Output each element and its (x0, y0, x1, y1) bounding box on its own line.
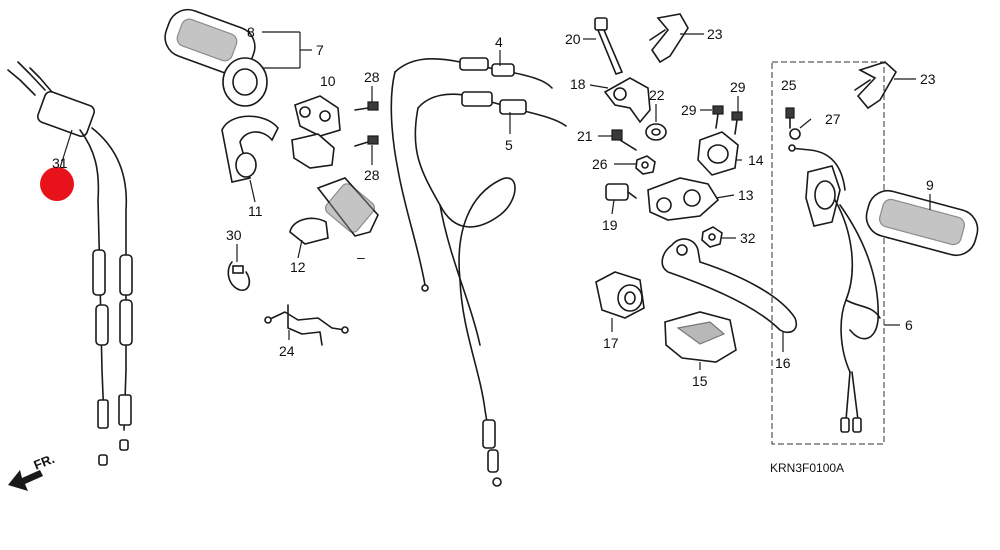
collar-22[interactable] (645, 123, 667, 141)
switch-19[interactable] (605, 183, 637, 201)
callout-10[interactable]: 10 (320, 73, 336, 89)
band-23-right[interactable] (854, 61, 898, 110)
throttle-pipe[interactable] (221, 115, 279, 183)
callout-6[interactable]: 6 (905, 317, 913, 333)
lever-perch-17[interactable] (595, 271, 645, 319)
callout-labels: 31 8 7 10 28 28 11 – 12 30 24 4 5 20 23 … (52, 24, 936, 389)
callout-27[interactable]: 27 (825, 111, 841, 127)
clutch-cable-4[interactable] (390, 57, 553, 292)
highlight-marker (40, 167, 74, 201)
callout-24[interactable]: 24 (279, 343, 295, 359)
bolt-29-right[interactable] (731, 111, 743, 135)
callout-32[interactable]: 32 (740, 230, 756, 246)
callout-4[interactable]: 4 (495, 34, 503, 50)
front-direction-label: FR. (32, 451, 57, 473)
bolt-28-lower[interactable] (354, 135, 379, 147)
throttle-cable-assembly[interactable] (7, 61, 133, 466)
holder-15[interactable] (664, 311, 737, 363)
callout-25[interactable]: 25 (781, 77, 797, 93)
callout-29-right[interactable]: 29 (730, 79, 746, 95)
callout-30[interactable]: 30 (226, 227, 242, 243)
throttle-grip[interactable] (160, 4, 268, 107)
callout-11[interactable]: 11 (248, 203, 263, 219)
throttle-cap[interactable] (289, 217, 329, 245)
lever-holder-13[interactable] (647, 177, 720, 221)
bolt-29-left[interactable] (712, 105, 724, 129)
clutch-lever-16[interactable] (661, 238, 798, 334)
front-direction-arrow-icon: FR. (8, 451, 57, 491)
callout-18[interactable]: 18 (570, 76, 586, 92)
callout-15[interactable]: 15 (692, 373, 708, 389)
callout-31[interactable]: 31 (52, 155, 68, 171)
callout-28-upper[interactable]: 28 (364, 69, 380, 85)
cable-clip-24[interactable] (264, 304, 349, 346)
nut-26[interactable] (635, 155, 656, 175)
band-23-upper[interactable] (649, 13, 689, 64)
bolt-21[interactable] (611, 129, 637, 151)
callout-8[interactable]: 8 (247, 24, 255, 40)
leader-lines (59, 31, 931, 370)
clutch-cable-5[interactable] (414, 91, 567, 487)
callout-22[interactable]: 22 (649, 87, 665, 103)
bolt-25[interactable] (785, 107, 795, 129)
callout-13[interactable]: 13 (738, 187, 754, 203)
callout-28-lower[interactable]: 28 (364, 167, 380, 183)
callout-23-right[interactable]: 23 (920, 71, 936, 87)
callout-14[interactable]: 14 (748, 152, 764, 168)
bolt-28-upper[interactable] (354, 101, 379, 111)
callout-5[interactable]: 5 (505, 137, 513, 153)
left-grip-9[interactable] (862, 186, 982, 259)
callout-12[interactable]: 12 (290, 259, 306, 275)
callout-7[interactable]: 7 (316, 42, 324, 58)
switch-assembly-6[interactable] (805, 165, 881, 433)
bolt-20[interactable] (594, 17, 624, 75)
assembly-6-boundary (771, 61, 885, 445)
callout-17[interactable]: 17 (603, 335, 619, 351)
callout-26[interactable]: 26 (592, 156, 608, 172)
callout-19[interactable]: 19 (602, 217, 618, 233)
callout-21[interactable]: 21 (577, 128, 593, 144)
callout-16[interactable]: 16 (775, 355, 791, 371)
nut-32[interactable] (701, 226, 723, 248)
diagram-code: KRN3F0100A (770, 461, 844, 475)
grip-cover[interactable] (316, 177, 379, 237)
lever-bracket-14[interactable] (697, 131, 739, 176)
clamp-30[interactable] (227, 261, 251, 291)
throttle-housing[interactable] (291, 95, 341, 169)
callout-23-upper[interactable]: 23 (707, 26, 723, 42)
callout-20[interactable]: 20 (565, 31, 581, 47)
callout-29-left[interactable]: 29 (681, 102, 697, 118)
washer-27[interactable] (788, 128, 846, 191)
callout-9[interactable]: 9 (926, 177, 934, 193)
callout-dash[interactable]: – (357, 249, 365, 265)
lever-holder-18[interactable] (603, 77, 651, 124)
